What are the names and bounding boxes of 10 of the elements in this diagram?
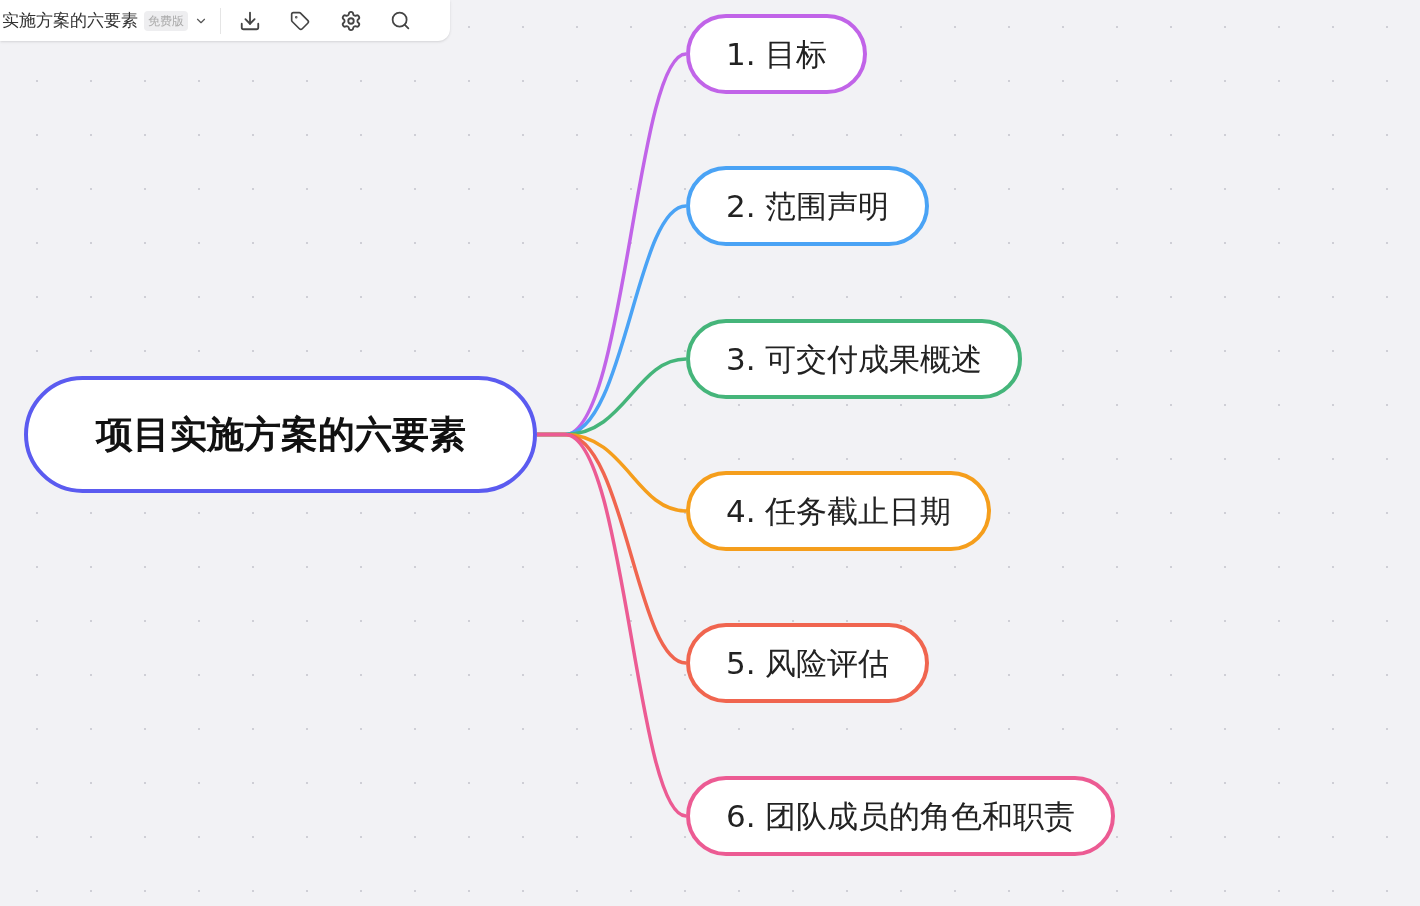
branch-line (537, 432, 687, 818)
topic-node: 4. 任务截止日期 (686, 471, 992, 551)
central-topic: 项目实施方案的六要素 (24, 376, 537, 493)
topic-node: 2. 范围声明 (686, 166, 930, 246)
topic-node: 1. 目标 (686, 14, 868, 94)
topic-node: 5. 风险评估 (686, 623, 930, 703)
topic-node: 3. 可交付成果概述 (686, 319, 1023, 399)
plan-badge: 免费版 (144, 10, 188, 31)
topic-node: 6. 团队成员的角色和职责 (686, 776, 1116, 856)
document-title: 实施方案的六要素 (2, 8, 138, 32)
